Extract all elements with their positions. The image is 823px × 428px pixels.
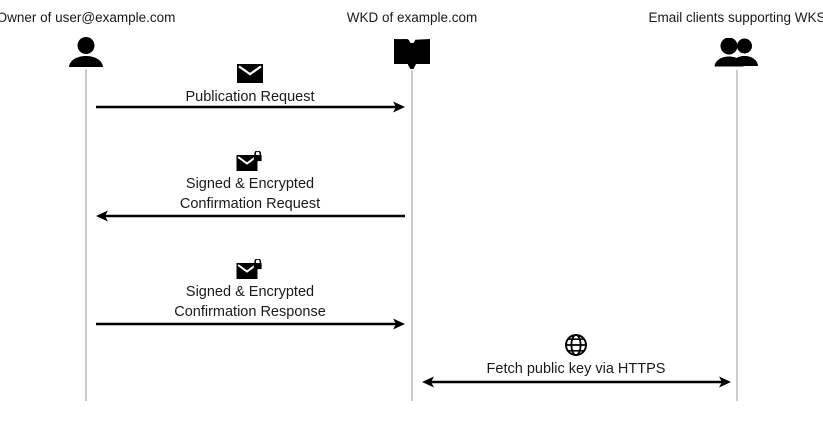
message-line: Confirmation Request bbox=[179, 196, 321, 212]
lifeline-owner bbox=[85, 69, 87, 401]
globe-icon bbox=[565, 334, 587, 356]
message-line: Signed & Encrypted bbox=[185, 284, 315, 300]
actor-label-clients: Email clients supporting WKS bbox=[648, 10, 823, 25]
actor-label-owner: Owner of user@example.com bbox=[0, 10, 176, 25]
message-label-confirmation-response: Signed & Encrypted Confirmation Response bbox=[174, 282, 326, 322]
actor-label-wkd: WKD of example.com bbox=[346, 10, 478, 25]
message-label-confirmation-request: Signed & Encrypted Confirmation Request bbox=[180, 174, 320, 214]
envelope-lock-icon bbox=[236, 258, 264, 280]
person-icon bbox=[68, 37, 104, 67]
lifeline-clients bbox=[736, 70, 738, 401]
arrow-publication-request bbox=[96, 101, 405, 113]
arrow-confirmation-request bbox=[96, 210, 405, 222]
message-label-fetch-public-key: Fetch public key via HTTPS bbox=[487, 359, 666, 379]
envelope-lock-icon bbox=[236, 150, 264, 172]
envelope-icon bbox=[237, 64, 263, 83]
arrow-fetch-public-key bbox=[422, 376, 731, 388]
book-icon bbox=[393, 38, 431, 70]
message-label-publication-request: Publication Request bbox=[186, 87, 315, 107]
message-line: Fetch public key via HTTPS bbox=[486, 361, 666, 377]
lifeline-wkd bbox=[411, 70, 413, 401]
arrow-confirmation-response bbox=[96, 318, 405, 330]
message-line: Publication Request bbox=[185, 89, 315, 105]
message-line: Confirmation Response bbox=[174, 304, 326, 320]
people-icon bbox=[714, 37, 760, 68]
message-line: Signed & Encrypted bbox=[185, 176, 315, 192]
